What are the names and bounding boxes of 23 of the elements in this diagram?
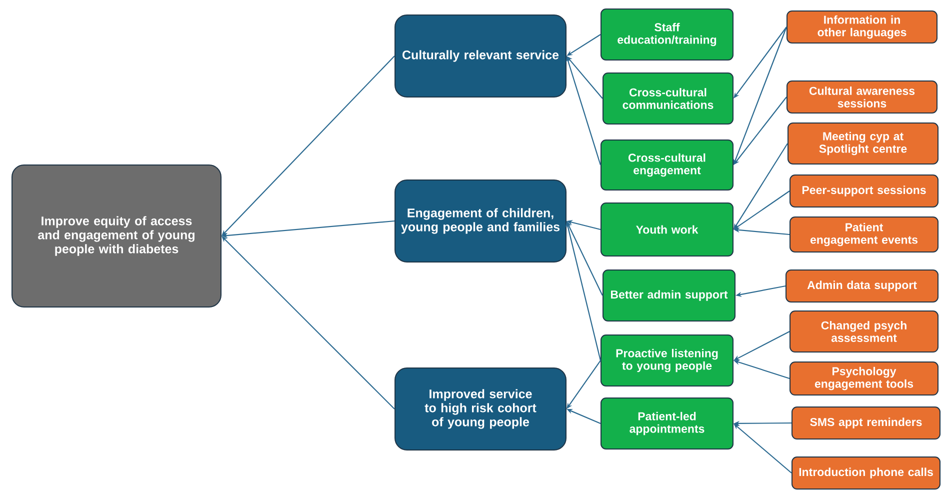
change-box: Youth work <box>600 202 734 256</box>
idea-box: Admin data support <box>786 270 939 302</box>
change-box: Better admin support <box>602 270 736 322</box>
arrow <box>222 56 395 236</box>
goal-box: Improve equity of access and engagement of young people with diabetes <box>12 164 222 308</box>
idea-box: Peer-support sessions <box>790 174 939 208</box>
idea-box: Meeting cyp at Spotlight centre <box>788 122 939 164</box>
idea-box: SMS appt reminders <box>792 406 940 440</box>
idea-box: Psychology engagement tools <box>790 362 939 396</box>
idea-box: Information in other languages <box>786 10 938 44</box>
idea-box: Changed psych assessment <box>790 310 939 352</box>
idea-box: Cultural awareness sessions <box>786 80 938 114</box>
idea-box: Introduction phone calls <box>792 456 940 490</box>
driver-box: Engagement of children, young people and families <box>394 180 566 262</box>
driver-box: Improved service to high risk cohort of young people <box>394 368 566 450</box>
change-box: Cross-cultural communications <box>602 72 734 124</box>
change-box: Patient-led appointments <box>600 398 734 450</box>
arrow <box>222 236 395 410</box>
driver-box: Culturally relevant service <box>394 14 566 98</box>
change-box: Cross-cultural engagement <box>600 140 734 190</box>
change-box: Staff education/training <box>600 8 734 60</box>
idea-box: Patient engagement events <box>790 216 939 252</box>
change-box: Proactive listening to young people <box>600 334 734 386</box>
